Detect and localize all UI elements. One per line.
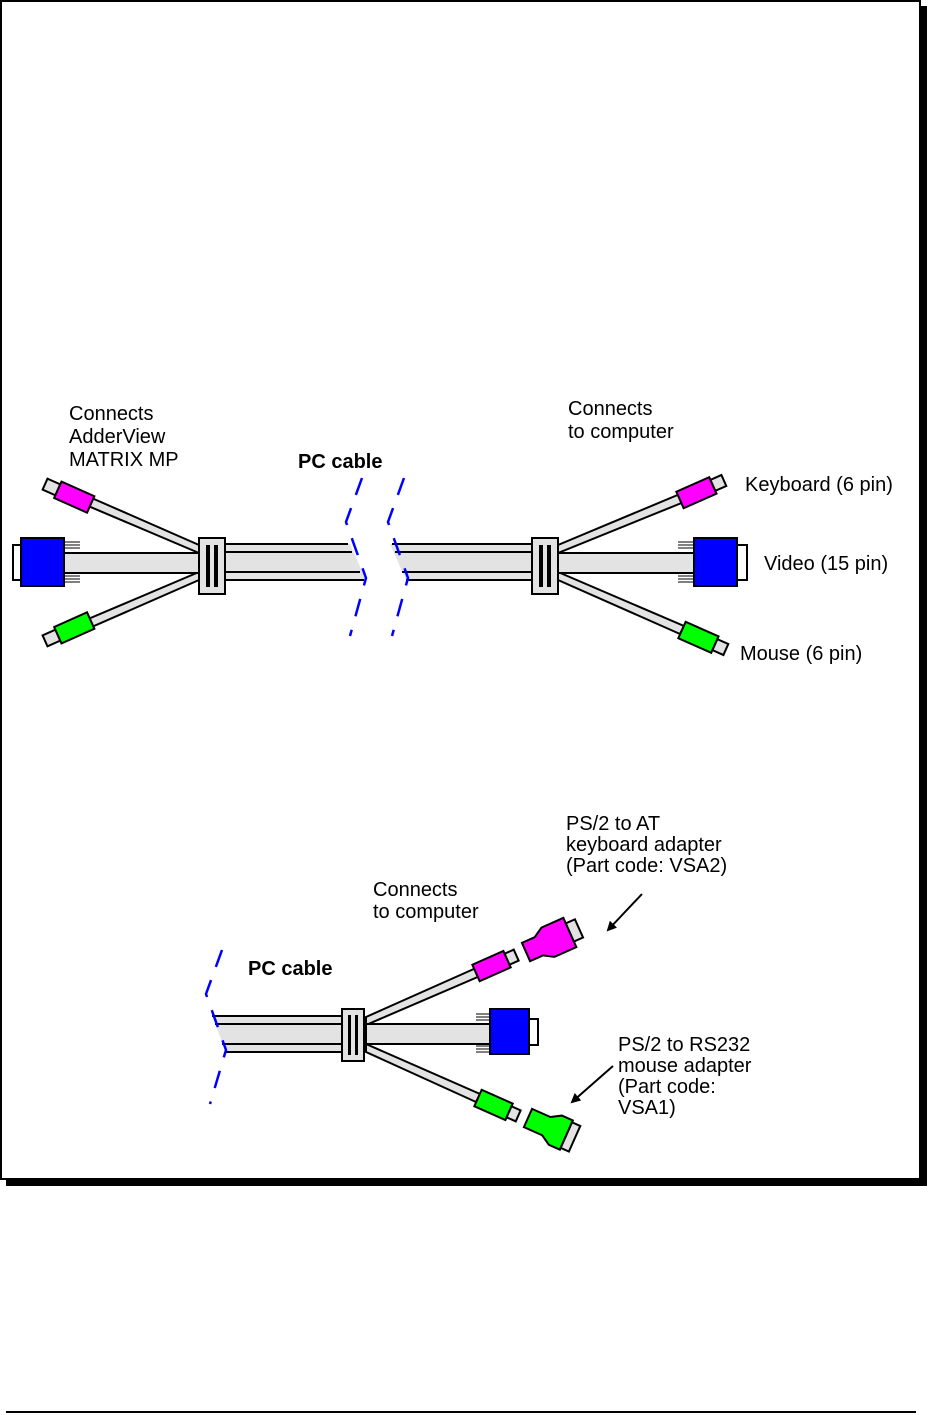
cable-clamp-right [531, 537, 559, 595]
keyboard-adapter-vsa2 [520, 916, 585, 963]
bottom-mouse-branch [365, 1042, 582, 1153]
left-mouse-branch [41, 570, 200, 648]
bottom-video-branch [365, 1008, 539, 1055]
cable-segment [557, 552, 695, 574]
label-video: Video (15 pin) [764, 553, 888, 575]
label-pc-cable-top: PC cable [298, 451, 382, 473]
plug-tip [505, 1105, 522, 1123]
cable-segment [365, 966, 482, 1027]
cable-clamp-bottom [341, 1008, 365, 1062]
cable-segment [365, 1042, 482, 1104]
right-video-branch [557, 537, 748, 587]
label-mouse-adapter: PS/2 to RS232 mouse adapter (Part code: … [618, 1034, 757, 1119]
mouse-plug-right [677, 620, 730, 657]
label-connects-computer-bottom: Connects to computer [373, 879, 479, 923]
mouse-adapter-vsa1 [522, 1107, 582, 1153]
plug-tip [503, 948, 520, 966]
cable-segment [365, 1023, 491, 1045]
right-keyboard-branch [557, 473, 728, 555]
video-plug-body-bottom [489, 1008, 530, 1055]
top-diagram: Connects AdderView MATRIX MP PC cable Co… [12, 398, 893, 665]
video-plug-body-left [20, 537, 65, 587]
cable-segment [557, 570, 686, 636]
adapter-tip [564, 917, 585, 943]
main-cable-bottom [212, 1015, 342, 1053]
footer-rule [6, 1411, 916, 1413]
cable-break-marks-bottom [204, 949, 228, 1105]
keyboard-adapter-body [520, 916, 578, 963]
plug-tip [711, 637, 730, 657]
right-mouse-branch [557, 570, 730, 657]
video-screws [64, 541, 80, 583]
video-plug-body-right [693, 537, 738, 587]
plug-tip [709, 473, 728, 493]
left-video-branch [12, 537, 201, 587]
bottom-diagram: PC cable Connects to computer PS/2 to AT… [204, 813, 757, 1153]
bottom-keyboard-branch [365, 916, 585, 1027]
video-plug-shell [736, 544, 748, 581]
video-screws [678, 541, 694, 583]
label-keyboard-adapter: PS/2 to AT keyboard adapter (Part code: … [566, 813, 727, 877]
keyboard-plug-left [41, 477, 96, 514]
cable-clamp-left [198, 537, 226, 595]
keyboard-plug-bottom [471, 948, 520, 983]
main-cable [226, 543, 532, 581]
cable-segment [557, 492, 686, 555]
video-screws [476, 1013, 490, 1053]
arrow-keyboard-adapter [606, 893, 643, 932]
mouse-plug-bottom [473, 1088, 522, 1123]
mouse-plug-left [41, 611, 96, 648]
label-connects-computer-top: Connects to computer [568, 398, 674, 443]
mouse-adapter-body [522, 1107, 575, 1152]
cable-segment [63, 552, 201, 574]
label-mouse: Mouse (6 pin) [740, 643, 862, 665]
adapter-tip [559, 1120, 582, 1153]
label-connects-matrix: Connects AdderView MATRIX MP [69, 403, 179, 471]
label-keyboard: Keyboard (6 pin) [745, 474, 893, 496]
arrow-mouse-adapter [570, 1065, 614, 1104]
left-keyboard-branch [41, 477, 200, 555]
cable-break-marks [344, 477, 410, 637]
mouse-plug-body [52, 611, 96, 645]
keyboard-plug-right [675, 473, 728, 510]
label-pc-cable-bottom: PC cable [248, 958, 332, 980]
keyboard-plug-body [52, 480, 96, 514]
video-plug-shell [528, 1018, 539, 1046]
